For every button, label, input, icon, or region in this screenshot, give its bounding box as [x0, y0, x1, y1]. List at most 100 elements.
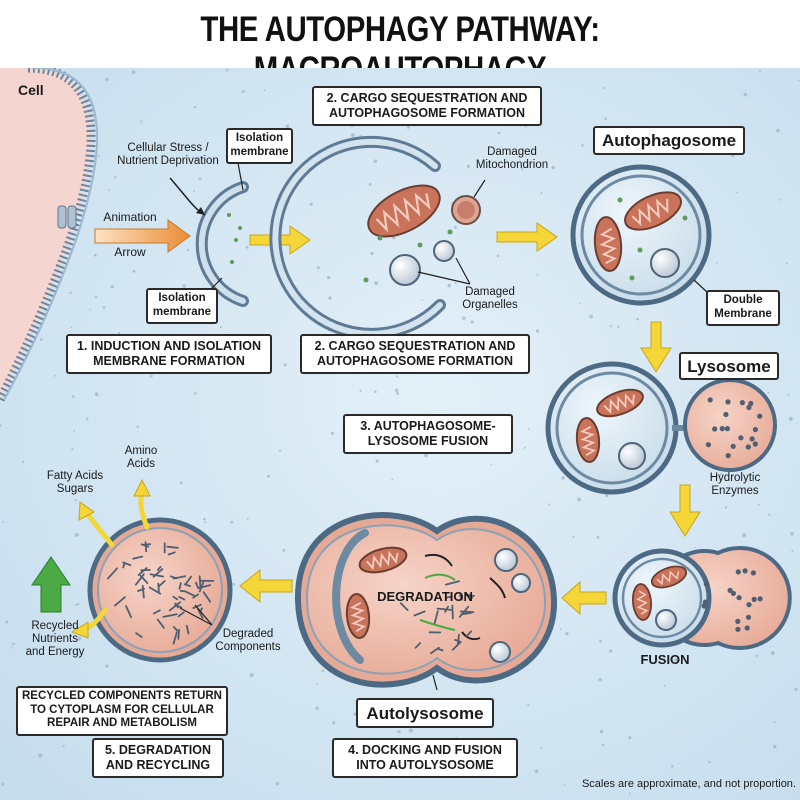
debris-fragment: [414, 642, 422, 649]
particle: [617, 325, 620, 328]
debris-fragment: [437, 648, 444, 652]
particle: [328, 296, 332, 300]
particle: [263, 89, 266, 91]
enzyme-dot: [702, 599, 709, 605]
enzyme-dot: [752, 441, 758, 447]
enzyme-dot: [719, 426, 725, 432]
debris-fragment: [192, 593, 199, 599]
particle: [74, 499, 78, 502]
debris-fragment: [177, 628, 180, 640]
particle: [359, 389, 362, 392]
particle: [408, 728, 413, 733]
particle: [5, 620, 9, 624]
title-bar: THE AUTOPHAGY PATHWAY: MACROAUTOPHAGY: [0, 0, 800, 89]
particle: [73, 430, 75, 433]
debris-fragment: [157, 565, 162, 571]
particle: [735, 191, 738, 194]
organelle-icon: [489, 641, 511, 663]
particle: [131, 70, 136, 74]
particle: [470, 320, 474, 324]
debris-fragment: [445, 580, 460, 586]
debris-fragment: [451, 604, 454, 620]
debris-fragment: [178, 596, 186, 601]
particle: [596, 535, 600, 539]
degraded-debris: [399, 580, 475, 655]
docking-autophagosome: [545, 361, 679, 495]
particle: [230, 520, 234, 524]
particle: [708, 760, 711, 764]
particle: [105, 664, 109, 668]
debris-fragment: [198, 575, 202, 589]
particle: [198, 177, 202, 181]
particle: [536, 274, 539, 276]
particle: [794, 687, 798, 691]
particle: [0, 424, 2, 427]
enzyme-dot: [703, 581, 709, 587]
particle: [768, 513, 771, 516]
debris-fragment: [169, 575, 178, 580]
particle: [455, 736, 457, 738]
particle: [724, 506, 728, 509]
particle: [179, 481, 183, 485]
debris-fragment: [444, 595, 452, 599]
particle: [283, 363, 287, 367]
phagophore: [195, 181, 249, 307]
debris-fragment: [195, 581, 200, 590]
enzyme-dot: [707, 397, 713, 403]
particle: [447, 283, 452, 288]
particle: [97, 154, 100, 157]
lysosome-label: Lysosome: [679, 352, 779, 380]
organelle-icon: [618, 442, 646, 470]
particle: [94, 392, 99, 397]
particle: [193, 106, 197, 109]
particle: [755, 654, 759, 658]
debris-fragment: [134, 573, 145, 586]
particle: [609, 649, 613, 653]
particle: [609, 325, 613, 328]
particle: [1, 782, 5, 786]
enzyme-dot: [735, 618, 741, 625]
enzyme-dot: [701, 603, 707, 609]
debris-fragment: [460, 612, 472, 616]
particle: [521, 168, 524, 171]
cellular-stress-label: Cellular Stress /Nutrient Deprivation: [117, 142, 219, 168]
enzyme-dot: [723, 411, 729, 418]
debris-fragment: [114, 596, 126, 607]
particle: [374, 390, 377, 394]
debris-fragment: [141, 584, 145, 599]
particle: [22, 460, 25, 463]
particle: [54, 375, 56, 377]
membrane-channel: [57, 205, 77, 229]
particle: [454, 225, 457, 229]
particle: [203, 517, 206, 521]
particle: [758, 70, 762, 73]
enzyme-dot: [739, 400, 746, 406]
particle: [316, 683, 318, 685]
particle: [74, 532, 79, 537]
cell-membrane-inner: [3, 68, 99, 401]
mitochondrion-icon: [624, 191, 682, 231]
enzyme-dot: [735, 569, 741, 575]
enzyme-dot: [730, 590, 737, 597]
isolation-top-pointer: [237, 162, 244, 191]
damaged-mitochondrion-icon: [367, 184, 441, 238]
particle: [12, 642, 15, 646]
organelle-icon: [511, 573, 531, 593]
debris-fragment: [172, 631, 178, 645]
particle: [776, 128, 780, 133]
particle: [770, 651, 775, 655]
particle: [69, 291, 72, 295]
particle: [232, 582, 236, 586]
enzyme-dot: [750, 570, 757, 576]
particle: [316, 266, 320, 270]
enzyme-dot: [712, 426, 718, 432]
particle: [77, 636, 82, 641]
flow-arrow-icon: [561, 580, 607, 616]
particle: [396, 375, 399, 378]
particle: [77, 603, 80, 606]
particle: [599, 639, 602, 643]
particle: [690, 391, 692, 393]
